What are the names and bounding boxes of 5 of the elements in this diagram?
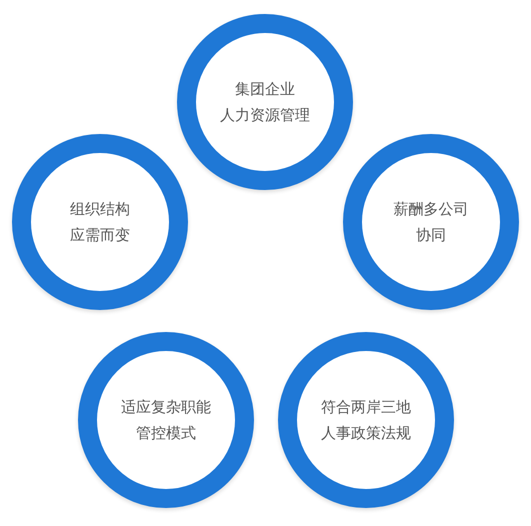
node-text: 符合两岸三地人事政策法规 [321,397,411,444]
node-text: 适应复杂职能管控模式 [121,397,211,444]
node-text: 薪酬多公司协同 [394,199,468,246]
node-text: 集团企业人力资源管理 [220,79,310,126]
node-text: 组织结构应需而变 [70,199,130,246]
